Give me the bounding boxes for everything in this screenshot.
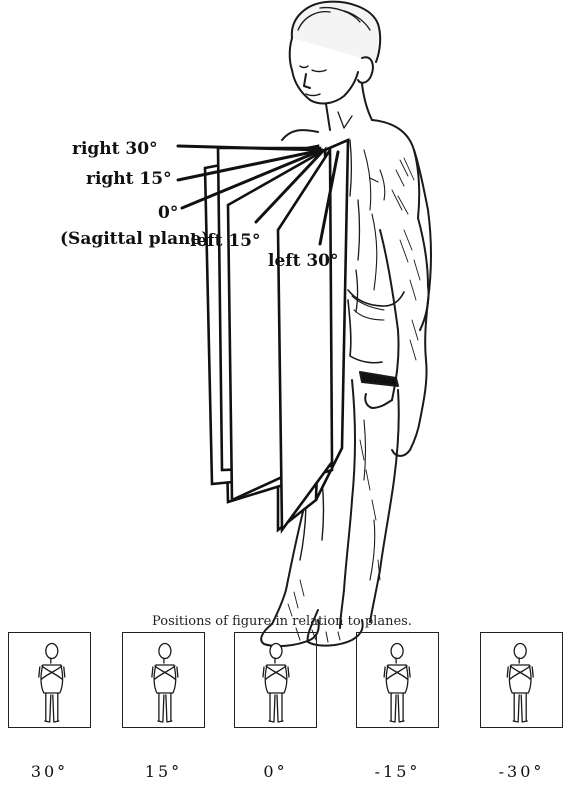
caption: Positions of figure in relation to plane… bbox=[0, 614, 564, 629]
position-thumbnail-minus-15 bbox=[356, 632, 439, 728]
figure-icon bbox=[9, 633, 92, 729]
figure-icon bbox=[235, 633, 318, 729]
position-thumbnail-minus-30 bbox=[480, 632, 563, 728]
label-zero: 0° bbox=[158, 203, 178, 223]
figure-icon bbox=[357, 633, 440, 729]
angle-label: -30° bbox=[480, 762, 563, 781]
line-right-30 bbox=[178, 146, 322, 150]
label-right-15: right 15° bbox=[86, 169, 172, 189]
standing-figure bbox=[384, 644, 410, 723]
label-sagittal-plane: (Sagittal plane) bbox=[60, 229, 209, 249]
label-left-30: left 30° bbox=[268, 251, 339, 271]
standing-figure bbox=[39, 644, 65, 723]
angle-label: 0° bbox=[234, 762, 317, 781]
angle-label: 30° bbox=[8, 762, 91, 781]
label-left-15: left 15° bbox=[190, 231, 261, 251]
label-right-30: right 30° bbox=[72, 139, 158, 159]
position-thumbnail-0 bbox=[234, 632, 317, 728]
standing-figure bbox=[507, 644, 533, 723]
standing-figure bbox=[263, 644, 289, 723]
figure-icon bbox=[123, 633, 206, 729]
angle-label: -15° bbox=[356, 762, 439, 781]
figure-icon bbox=[481, 633, 564, 729]
position-thumbnail-30 bbox=[8, 632, 91, 728]
standing-figure bbox=[152, 644, 178, 723]
position-thumbnail-15 bbox=[122, 632, 205, 728]
angle-label: 15° bbox=[122, 762, 205, 781]
